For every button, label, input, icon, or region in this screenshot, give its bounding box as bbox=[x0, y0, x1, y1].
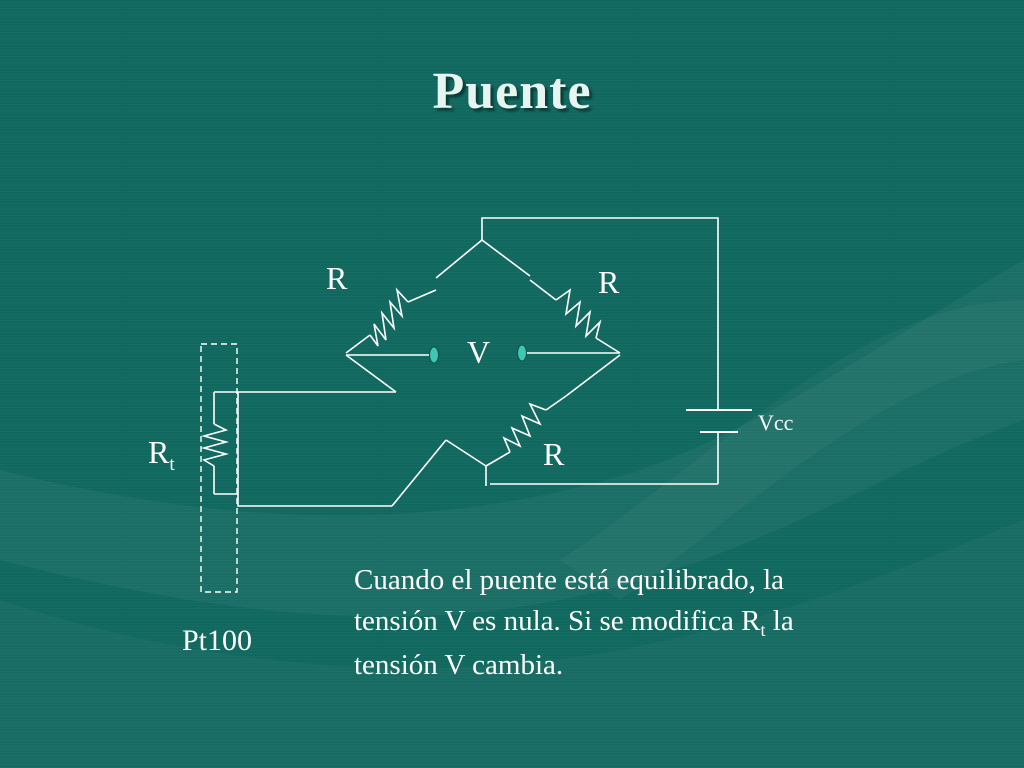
left-lower-branch bbox=[237, 354, 487, 507]
label-vcc: Vcc bbox=[758, 410, 794, 435]
supply-wire bbox=[481, 217, 719, 485]
description-line-2: tensión V es nula. Si se modifica Rt la bbox=[354, 601, 914, 645]
label-r-top-right: R bbox=[598, 264, 620, 300]
description-line-3: tensión V cambia. bbox=[354, 649, 564, 681]
label-pt100: Pt100 bbox=[182, 624, 253, 657]
resistor-top-right bbox=[481, 239, 621, 354]
resistor-bottom bbox=[485, 354, 621, 486]
resistor-top-left bbox=[345, 239, 483, 354]
label-rt: Rt bbox=[148, 434, 175, 474]
description-line-1: Cuando el puente está equilibrado, la bbox=[354, 564, 785, 596]
slide-title: Puente bbox=[432, 63, 592, 120]
battery-icon bbox=[686, 409, 752, 433]
description-text: Cuando el puente está equilibrado, la te… bbox=[354, 560, 914, 686]
label-rt-subscript: t bbox=[169, 454, 175, 475]
description-line-2-post: la bbox=[765, 605, 794, 637]
label-r-top-left: R bbox=[326, 260, 348, 296]
description-line-2-sub: t bbox=[760, 620, 766, 640]
v-terminal-right bbox=[517, 344, 527, 362]
label-v: V bbox=[467, 334, 491, 370]
pt100-dashed-box bbox=[200, 343, 238, 593]
label-rt-main: R bbox=[148, 434, 170, 470]
resistor-rt bbox=[200, 391, 238, 495]
label-r-bottom: R bbox=[543, 436, 565, 472]
description-line-2-pre: tensión V es nula. Si se modifica R bbox=[354, 605, 761, 637]
v-terminal-left bbox=[429, 346, 439, 364]
